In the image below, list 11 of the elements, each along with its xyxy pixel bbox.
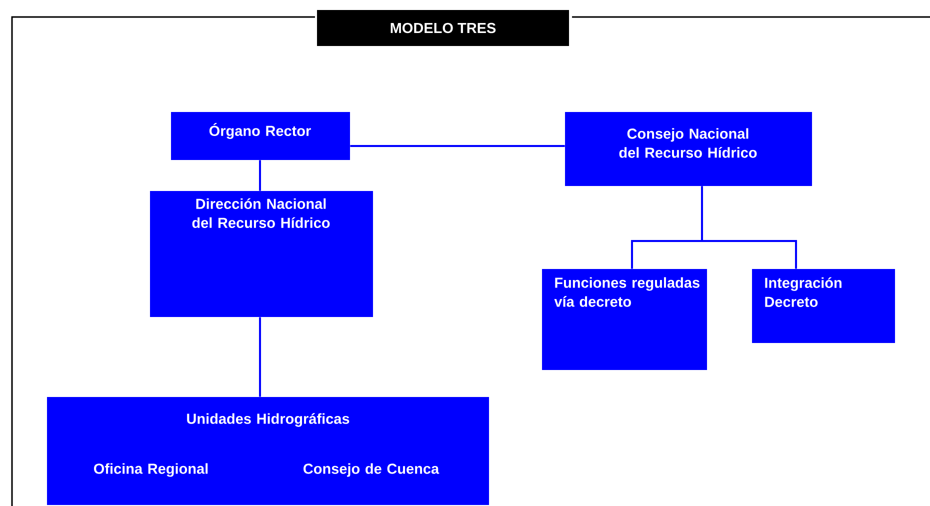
connector-line (259, 317, 261, 397)
org-box: Consejo Nacional del Recurso Hídrico (565, 112, 812, 186)
org-box: Funciones reguladas vía decreto (542, 269, 707, 370)
connector-line (259, 160, 261, 191)
org-box: Órgano Rector (171, 112, 350, 160)
title-banner: MODELO TRES (317, 10, 569, 46)
connector-line (350, 145, 565, 147)
org-box: Dirección Nacional del Recurso Hídrico (150, 191, 373, 317)
org-box: Unidades Hidrográficas Oficina Regional Consejo de Cuenca (47, 397, 489, 505)
connector-line (701, 186, 797, 269)
org-box: Integración Decreto (752, 269, 895, 343)
